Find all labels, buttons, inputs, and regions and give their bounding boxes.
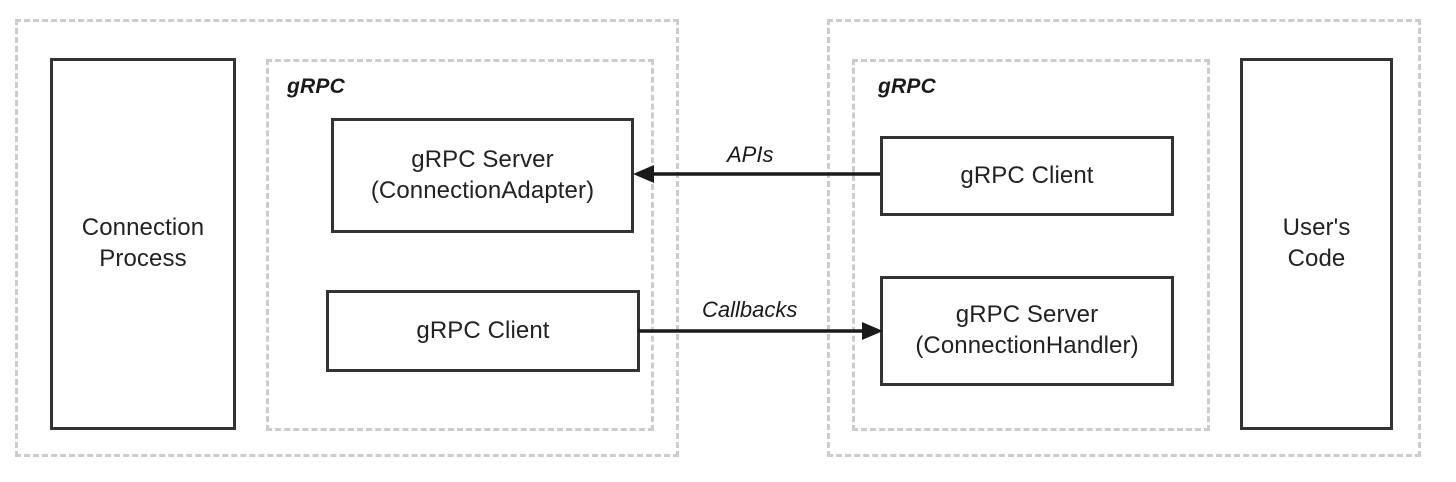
right-outer-dashed-container — [827, 19, 1421, 457]
right-grpc-client-label: gRPC Client — [960, 161, 1094, 189]
connection-process-box[interactable]: Connection Process — [50, 58, 236, 430]
users-code-label: User's Code — [1282, 214, 1351, 272]
callbacks-arrow — [638, 322, 883, 340]
right-grpc-client-box[interactable]: gRPC Client — [880, 136, 1174, 216]
apis-arrow — [633, 165, 880, 183]
left-outer-dashed-container — [15, 19, 679, 457]
left-grpc-dashed-container — [266, 59, 654, 431]
right-grpc-server-box[interactable]: gRPC Server (ConnectionHandler) — [880, 276, 1174, 386]
right-grpc-server-label: gRPC Server (ConnectionHandler) — [915, 301, 1139, 359]
left-grpc-client-label: gRPC Client — [416, 316, 550, 344]
left-grpc-client-box[interactable]: gRPC Client — [326, 290, 640, 372]
left-grpc-server-label: gRPC Server (ConnectionAdapter) — [370, 145, 595, 204]
users-code-box[interactable]: User's Code — [1240, 58, 1393, 430]
left-grpc-server-box[interactable]: gRPC Server (ConnectionAdapter) — [331, 118, 634, 233]
left-grpc-group-label: gRPC — [287, 75, 345, 98]
right-grpc-group-label: gRPC — [878, 75, 936, 98]
right-grpc-dashed-container — [852, 59, 1210, 431]
apis-connection-label: APIs — [727, 142, 774, 167]
callbacks-connection-label: Callbacks — [702, 297, 798, 322]
connection-process-label: Connection Process — [81, 214, 205, 272]
